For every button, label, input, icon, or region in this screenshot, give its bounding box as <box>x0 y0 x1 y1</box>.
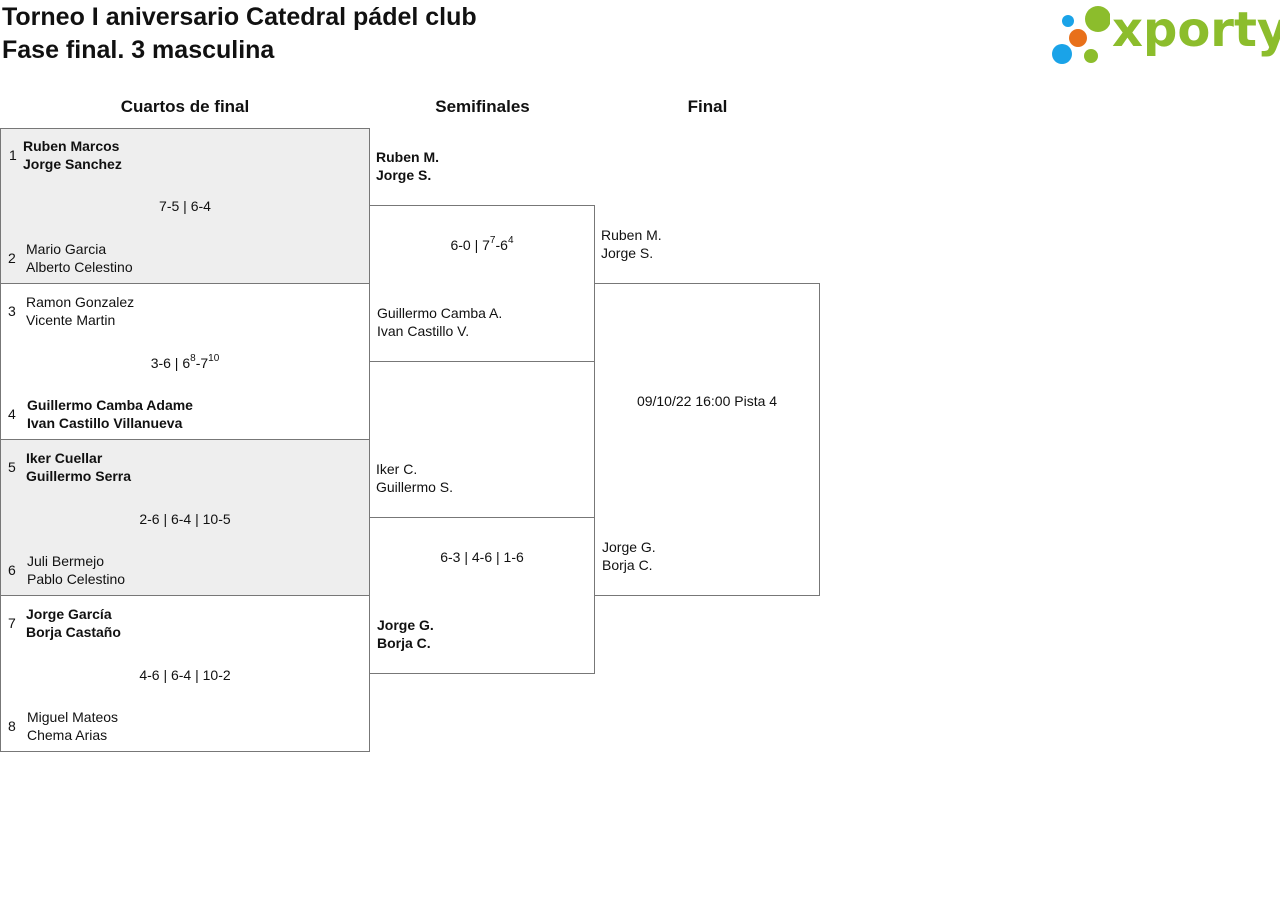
player-name: Chema Arias <box>27 727 108 743</box>
round-label-quarterfinals: Cuartos de final <box>120 97 250 116</box>
seed-number: 1 <box>9 147 17 163</box>
semifinal-match-1[interactable]: 6-0 | 77-64 Guillermo Camba A. Ivan Cast… <box>369 205 595 362</box>
player-name: Vicente Martin <box>26 312 116 328</box>
team-loser[interactable]: Juli Bermejo Pablo Celestino <box>27 552 125 588</box>
player-name: Guillermo Serra <box>26 468 132 484</box>
seed-number: 2 <box>8 250 16 266</box>
player-name: Juli Bermejo <box>27 553 105 569</box>
final-schedule: 09/10/22 16:00 Pista 4 <box>636 393 778 409</box>
match-score: 7-5 | 6-4 <box>159 198 211 214</box>
round-label-semifinals: Semifinales <box>435 97 530 116</box>
player-name: Jorge Sanchez <box>23 156 122 172</box>
team-winner[interactable]: Iker Cuellar Guillermo Serra <box>26 449 131 485</box>
seed-number: 3 <box>8 303 16 319</box>
xporty-logo[interactable]: xporty <box>1050 2 1280 68</box>
semifinal-1-team-b[interactable]: Guillermo Camba A. Ivan Castillo V. <box>377 304 502 340</box>
quarterfinal-match-4[interactable]: 7 Jorge García Borja Castaño 4-6 | 6-4 |… <box>0 595 370 752</box>
player-name: Borja C. <box>602 557 653 573</box>
player-name: Jorge García <box>26 606 112 622</box>
player-name: Iker Cuellar <box>26 450 103 466</box>
player-name: Guillermo S. <box>376 479 454 495</box>
match-score: 2-6 | 6-4 | 10-5 <box>139 511 231 527</box>
match-score: 4-6 | 6-4 | 10-2 <box>139 667 231 683</box>
player-name: Alberto Celestino <box>26 259 133 275</box>
team-loser[interactable]: Ramon Gonzalez Vicente Martin <box>26 293 134 329</box>
player-name: Borja C. <box>377 635 431 651</box>
player-name: Ivan Castillo Villanueva <box>27 415 183 431</box>
team-winner[interactable]: Ruben Marcos Jorge Sanchez <box>23 137 122 173</box>
team-loser[interactable]: Miguel Mateos Chema Arias <box>27 708 118 744</box>
player-name: Ruben Marcos <box>23 138 120 154</box>
final-match[interactable]: 09/10/22 16:00 Pista 4 Jorge G. Borja C. <box>594 283 820 596</box>
team-loser[interactable]: Mario Garcia Alberto Celestino <box>26 240 133 276</box>
player-name: Jorge G. <box>377 617 434 633</box>
semifinal-match-2[interactable]: 6-3 | 4-6 | 1-6 Jorge G. Borja C. <box>369 517 595 674</box>
tournament-title: Torneo I aniversario Catedral pádel club <box>2 3 477 31</box>
player-name: Iker C. <box>376 461 418 477</box>
phase-subtitle: Fase final. 3 masculina <box>2 36 275 64</box>
player-name: Guillermo Camba Adame <box>27 397 193 413</box>
quarterfinal-match-3[interactable]: 5 Iker Cuellar Guillermo Serra 2-6 | 6-4… <box>0 439 370 596</box>
logo-dots-icon <box>1052 6 1110 64</box>
player-name: Ivan Castillo V. <box>377 323 470 339</box>
player-name: Borja Castaño <box>26 624 121 640</box>
player-name: Jorge S. <box>601 245 654 261</box>
semifinal-2-team-b[interactable]: Jorge G. Borja C. <box>377 616 434 652</box>
seed-number: 4 <box>8 406 16 422</box>
player-name: Ruben M. <box>601 227 662 243</box>
player-name: Ramon Gonzalez <box>26 294 135 310</box>
player-name: Miguel Mateos <box>27 709 119 725</box>
final-team-b[interactable]: Jorge G. Borja C. <box>602 538 656 574</box>
player-name: Mario Garcia <box>26 241 107 257</box>
team-winner[interactable]: Guillermo Camba Adame Ivan Castillo Vill… <box>27 396 193 432</box>
semifinal-2-team-a[interactable]: Iker C. Guillermo S. <box>376 460 453 496</box>
seed-number: 6 <box>8 562 16 578</box>
team-winner[interactable]: Jorge García Borja Castaño <box>26 605 121 641</box>
player-name: Jorge S. <box>376 167 432 183</box>
player-name: Jorge G. <box>602 539 656 555</box>
seed-number: 8 <box>8 718 16 734</box>
semifinal-1-team-a[interactable]: Ruben M. Jorge S. <box>376 148 439 184</box>
logo-wordmark: xporty <box>1112 2 1280 58</box>
player-name: Guillermo Camba A. <box>377 305 503 321</box>
quarterfinal-match-1[interactable]: 1 Ruben Marcos Jorge Sanchez 7-5 | 6-4 2… <box>0 128 370 284</box>
seed-number: 5 <box>8 459 16 475</box>
match-score: 6-3 | 4-6 | 1-6 <box>440 549 524 565</box>
match-score: 6-0 | 77-64 <box>450 235 514 253</box>
player-name: Ruben M. <box>376 149 439 165</box>
final-team-a[interactable]: Ruben M. Jorge S. <box>601 226 662 262</box>
round-label-final: Final <box>687 97 728 116</box>
quarterfinal-match-2[interactable]: 3 Ramon Gonzalez Vicente Martin 3-6 | 68… <box>0 283 370 440</box>
player-name: Pablo Celestino <box>27 571 126 587</box>
match-score: 3-6 | 68-710 <box>150 353 220 371</box>
seed-number: 7 <box>8 615 16 631</box>
